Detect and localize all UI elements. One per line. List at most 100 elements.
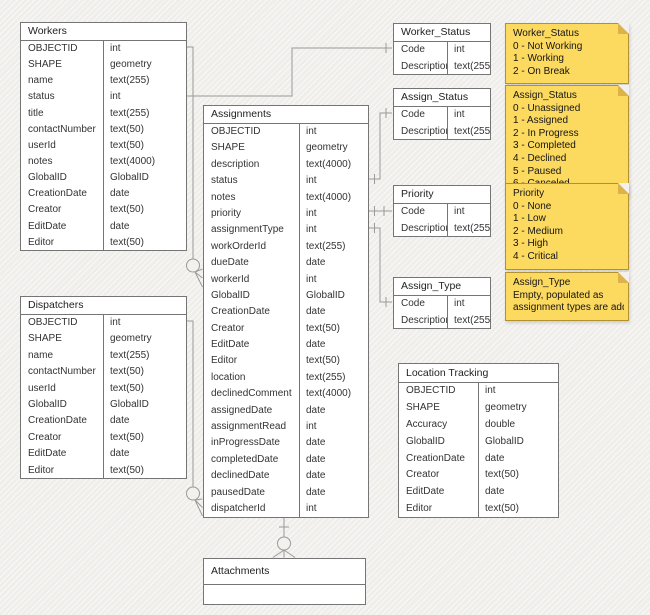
connector-workers-worker-status[interactable] bbox=[187, 43, 392, 97]
connector-assignments-assign-type[interactable] bbox=[369, 223, 392, 307]
note-line: Worker_Status bbox=[513, 28, 579, 39]
connector-assignments-attachments[interactable] bbox=[272, 518, 296, 558]
field-type: GlobalID bbox=[103, 396, 186, 414]
note-line: 4 - Declined bbox=[513, 152, 567, 164]
table-title: Assign_Status bbox=[394, 89, 490, 107]
note-line: 2 - In Progress bbox=[513, 127, 579, 139]
field-type: date bbox=[299, 402, 368, 420]
field-name: Description bbox=[401, 222, 447, 234]
table-title: Worker_Status bbox=[394, 24, 490, 42]
note-line: 0 - Unassigned bbox=[513, 102, 581, 114]
field-name: Description bbox=[401, 60, 447, 72]
field-type: int bbox=[447, 296, 490, 313]
field-name: GlobalID bbox=[28, 172, 67, 184]
field-name: OBJECTID bbox=[406, 385, 456, 396]
connector-assignments-assign-status[interactable] bbox=[369, 108, 392, 184]
note-line: 2 - On Break bbox=[513, 65, 570, 77]
table-title: Assignments bbox=[204, 106, 368, 124]
field-type: date bbox=[103, 446, 186, 463]
field-name: Code bbox=[401, 298, 425, 309]
field-name: GlobalID bbox=[406, 435, 445, 447]
field-type: text(50) bbox=[103, 462, 186, 479]
field-row: Code int bbox=[394, 296, 490, 313]
field-type: text(50) bbox=[103, 234, 186, 251]
field-type: text(255) bbox=[447, 123, 490, 140]
field-type: int bbox=[447, 204, 490, 221]
connector-dispatchers-assignments[interactable] bbox=[186, 320, 203, 517]
field-name: notes bbox=[28, 155, 53, 167]
field-type: date bbox=[478, 484, 558, 502]
crow-foot bbox=[272, 549, 296, 558]
field-type: text(50) bbox=[299, 320, 368, 338]
field-type: int bbox=[299, 222, 368, 239]
field-name: Creator bbox=[28, 204, 62, 216]
connector-assignments-priority[interactable] bbox=[369, 206, 392, 216]
connector-workers-assignments[interactable] bbox=[186, 46, 203, 288]
table-title: Attachments bbox=[204, 559, 365, 585]
field-type: text(255) bbox=[103, 105, 186, 122]
field-type: int bbox=[478, 383, 558, 400]
field-type: int bbox=[103, 315, 186, 332]
field-row: notes text(4000) bbox=[21, 153, 186, 171]
field-name: priority bbox=[211, 207, 242, 219]
field-row: pausedDate date bbox=[204, 484, 368, 501]
field-name: EditDate bbox=[28, 220, 67, 232]
table-title: Workers bbox=[21, 23, 186, 41]
note-line: 2 - Medium bbox=[513, 225, 564, 237]
note-line: Priority bbox=[513, 188, 545, 199]
field-type: int bbox=[103, 89, 186, 106]
field-type: text(4000) bbox=[103, 153, 186, 171]
crow-foot bbox=[194, 498, 203, 517]
zero-circle bbox=[277, 536, 291, 551]
field-name: OBJECTID bbox=[211, 126, 261, 137]
field-type: date bbox=[478, 450, 558, 468]
field-name: Description bbox=[401, 314, 447, 326]
field-name: userId bbox=[28, 139, 56, 151]
field-type: text(255) bbox=[299, 369, 368, 387]
table-title: Location Tracking bbox=[399, 364, 558, 383]
field-type: GlobalID bbox=[103, 170, 186, 187]
field-name: Description bbox=[401, 125, 447, 137]
note-line: 0 - Not Working bbox=[513, 40, 583, 52]
table-attachments[interactable]: Attachments bbox=[203, 558, 366, 605]
field-name: location bbox=[211, 371, 246, 383]
field-type: date bbox=[299, 484, 368, 501]
field-name: pausedDate bbox=[211, 486, 265, 498]
note-line: Empty, populated as bbox=[513, 289, 604, 301]
table-body bbox=[204, 585, 365, 604]
field-type: text(4000) bbox=[299, 189, 368, 206]
field-type: GlobalID bbox=[299, 287, 368, 305]
field-type: geometry bbox=[478, 399, 558, 417]
field-type: int bbox=[299, 500, 368, 518]
zero-circle bbox=[186, 486, 200, 501]
field-type: date bbox=[299, 435, 368, 452]
